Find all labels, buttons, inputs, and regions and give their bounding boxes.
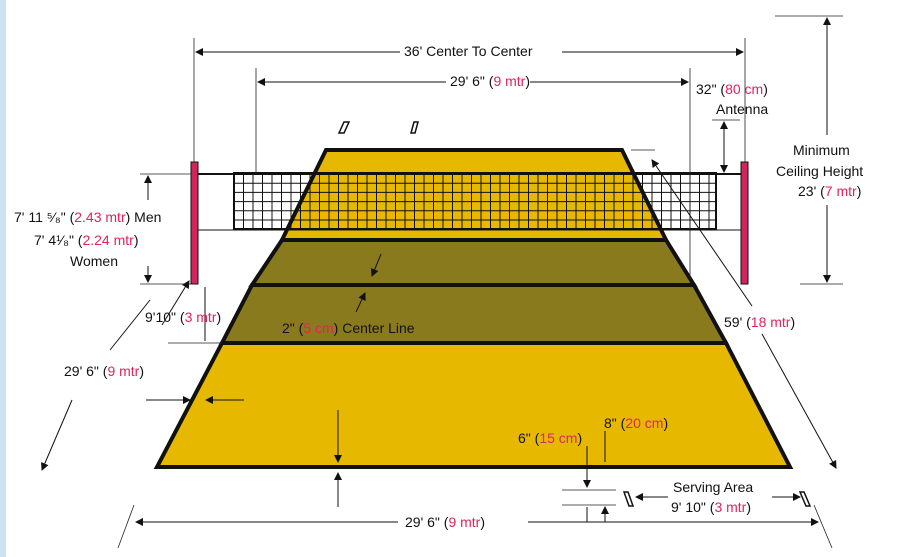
diagonal-label: 59' (18 mtr) (724, 314, 795, 330)
net-height-men-label: 7' 11 ⁵⁄₈" (2.43 mtr) Men (14, 209, 161, 225)
court-width-top-label: 29' 6" (9 mtr) (450, 73, 530, 89)
antenna-label: Antenna (716, 101, 768, 117)
ceiling-label-line1: Minimum (793, 142, 850, 158)
ceiling-height-label: 23' (7 mtr) (798, 183, 861, 199)
court-far-section (278, 148, 670, 242)
antenna-icon (337, 121, 351, 134)
antenna-icon (410, 121, 419, 134)
center-to-center-label: 36' Center To Center (404, 43, 533, 59)
end-line-label: 6" (15 cm) (518, 430, 582, 446)
net-post-icon (190, 161, 199, 285)
net-height-women-label: 7' 4¹⁄₈" (2.24 mtr) (34, 232, 139, 248)
court-length-label: 29' 6" (9 mtr) (64, 363, 144, 379)
serving-area-label: Serving Area (673, 479, 753, 495)
attack-zone-label: 9'10" (3 mtr) (145, 309, 221, 325)
court-attack-zone-far (248, 238, 698, 287)
court (153, 148, 794, 469)
serving-marker-icon (798, 491, 812, 507)
court-back-zone-near (153, 341, 794, 469)
serving-area-width-label: 9' 10" (3 mtr) (671, 499, 751, 515)
left-frame-strip (0, 0, 6, 557)
women-label: Women (70, 253, 118, 269)
boundary-line-label: 8" (20 cm) (604, 415, 668, 431)
net-post-icon (740, 161, 749, 285)
center-line-label: 2" (5 cm) Center Line (282, 320, 415, 336)
antenna-height-label: 32" (80 cm) (696, 81, 768, 97)
net-mesh (233, 173, 716, 229)
serving-marker-icon (622, 491, 635, 507)
ceiling-label-line2: Ceiling Height (776, 163, 863, 179)
court-width-bottom-label: 29' 6" (9 mtr) (405, 514, 485, 530)
net (196, 172, 744, 231)
